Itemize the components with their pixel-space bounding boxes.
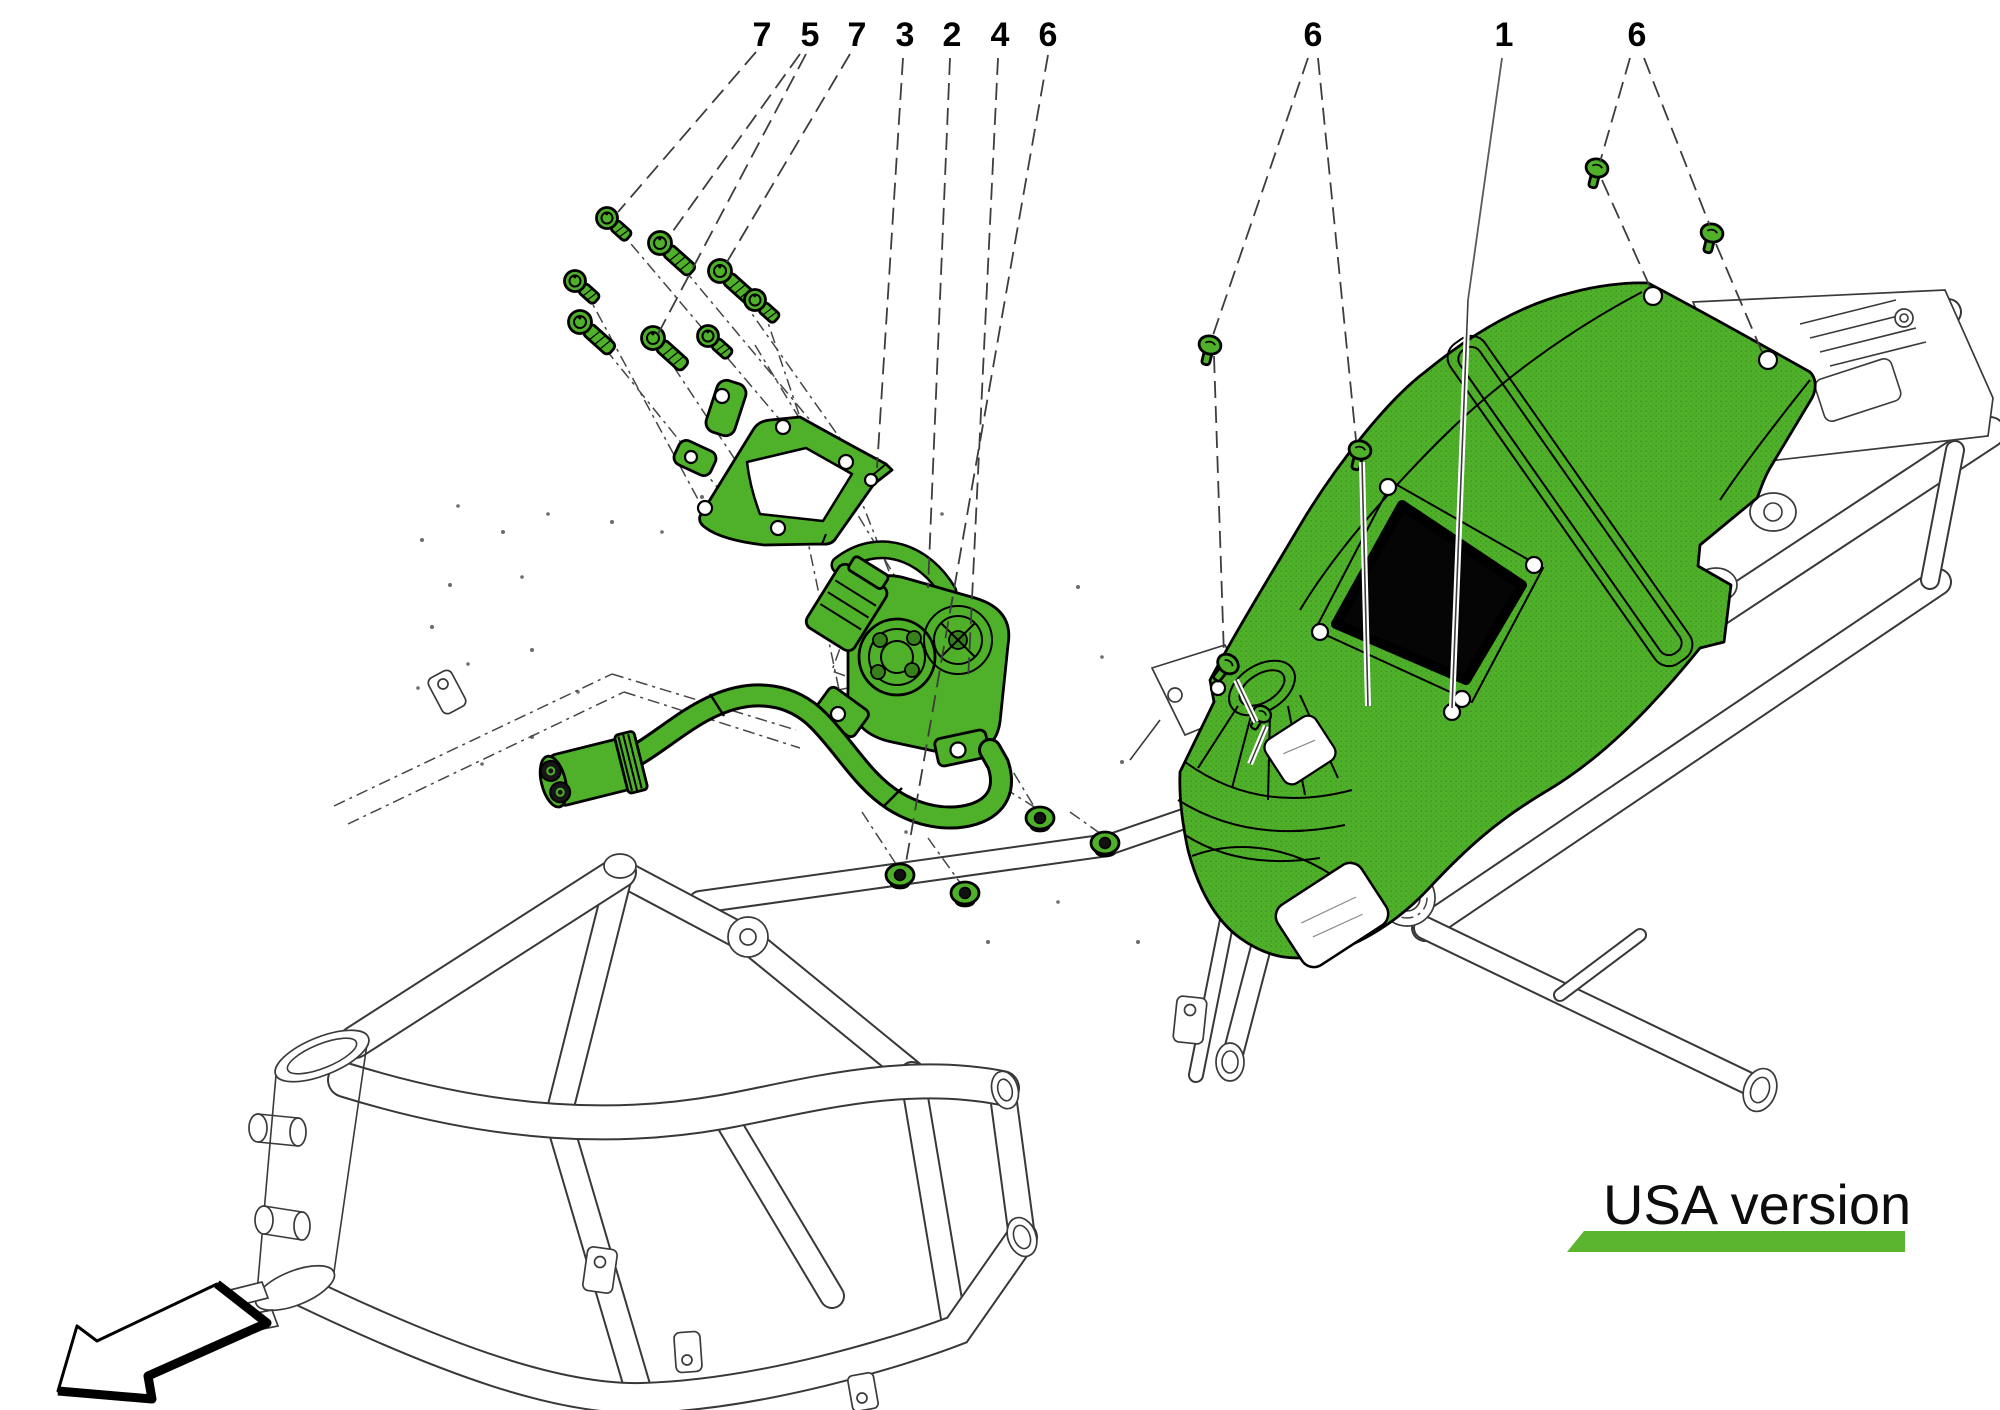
- speckle-dots: [416, 495, 1140, 944]
- pump-assembly-part: [804, 540, 1011, 768]
- mounting-bracket-part: [672, 378, 894, 547]
- callout-label: 6: [1304, 16, 1323, 54]
- hose-assembly-part: [538, 683, 1013, 830]
- callout-label: 4: [991, 16, 1010, 54]
- callout-label: 7: [848, 16, 867, 54]
- main-frame-wireframe: [220, 584, 1279, 1410]
- callout-label: 7: [753, 16, 772, 54]
- callout-label: 6: [1039, 16, 1058, 54]
- callout-label: 6: [1628, 16, 1647, 54]
- direction-arrow-icon: [56, 1280, 272, 1404]
- callout-label: 3: [896, 16, 915, 54]
- callout-labels: 7 5 7 3 2 4 6 6 1 6: [753, 16, 1647, 54]
- leader-lines: [617, 51, 1763, 869]
- fixing-screws: [1193, 155, 1727, 766]
- callout-label: 5: [801, 16, 820, 54]
- fixing-bolts: [558, 201, 785, 377]
- subframe-cover-part: [1177, 281, 1817, 969]
- callout-label: 2: [943, 16, 962, 54]
- usa-version-underline: [1567, 1231, 1905, 1252]
- usa-version-label: USA version: [1603, 1173, 1912, 1236]
- callout-label: 1: [1495, 16, 1514, 54]
- cover-window: [1331, 500, 1527, 685]
